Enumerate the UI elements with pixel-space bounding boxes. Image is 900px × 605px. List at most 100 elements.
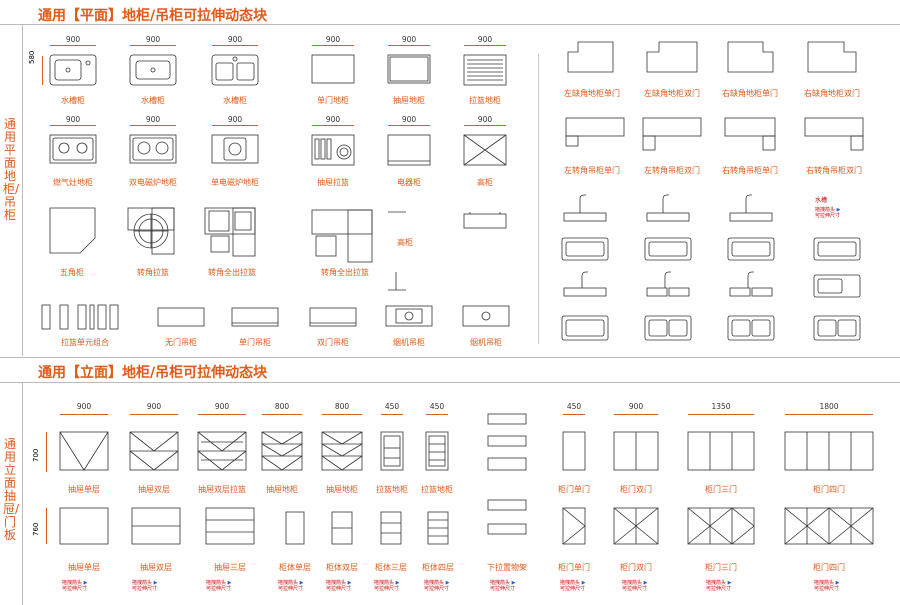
sink-plan-symbol — [644, 237, 692, 261]
item-label: 抽屉单层 — [68, 485, 100, 494]
sink-plan-symbol — [561, 315, 609, 341]
item-label: 烟机吊柜 — [393, 338, 425, 347]
double-door-wall-cabinet-symbol — [309, 307, 357, 327]
plan-height-dim: 580 — [28, 50, 36, 64]
sink-elevation-symbol — [729, 194, 773, 222]
double-drawer-elevation-symbol — [129, 431, 179, 471]
sink-label: 水槽 — [815, 197, 828, 204]
corner-label: 右缺角地柜双门 — [804, 89, 860, 98]
item-label: 水槽柜 — [141, 96, 165, 105]
right-notch-cabinet-symbol — [727, 41, 774, 73]
dim-label: 450 — [566, 402, 582, 411]
corner-label: 右缺角地柜单门 — [722, 89, 778, 98]
corner-label: 左缺角地柜双门 — [644, 89, 700, 98]
dim-label: 900 — [65, 115, 81, 124]
double-drawer-elevation-symbol — [131, 507, 181, 545]
triple-drawer-elevation-symbol — [205, 507, 255, 545]
dim-label: 900 — [145, 35, 161, 44]
item-label: 单门地柜 — [317, 96, 349, 105]
item-label: 柜门双门 — [620, 485, 652, 494]
range-hood-wall-cabinet-symbol — [462, 305, 510, 327]
dim-label: 900 — [477, 35, 493, 44]
drawer-cabinet-symbol — [387, 54, 431, 84]
dim-label: 900 — [145, 115, 161, 124]
item-label: 拉篮地柜 — [469, 96, 501, 105]
item-label: 柜门四门 — [813, 563, 845, 572]
dim-label: 900 — [227, 115, 243, 124]
item-label: 抽屉三层 — [214, 563, 246, 572]
corner-full-basket-symbol — [204, 207, 256, 257]
item-label: 高柜 — [477, 178, 493, 187]
range-hood-wall-cabinet-symbol — [385, 305, 433, 327]
item-label: 五角柜 — [60, 268, 84, 277]
elevation-section-title: 通用【立面】地柜/吊柜可拉伸动态块 — [38, 365, 268, 381]
height-dim-1: 700 — [32, 448, 40, 462]
item-label: 柜体单层 — [279, 563, 311, 572]
dim-label: 900 — [227, 35, 243, 44]
stretch-note: 拖拽箭头 ▶可拉伸尺寸 — [560, 580, 586, 592]
item-label: 无门吊柜 — [165, 338, 197, 347]
dim-label: 900 — [628, 402, 644, 411]
dim-label: 800 — [334, 402, 350, 411]
item-label: 下拉置物架 — [487, 563, 527, 572]
item-label: 柜门三门 — [705, 563, 737, 572]
sink-plan-symbol — [727, 237, 775, 261]
item-label: 转角全出拉篮 — [208, 268, 256, 277]
single-door-open-symbol — [562, 507, 586, 545]
item-label: 抽屉单层 — [68, 563, 100, 572]
double-sink-plan-symbol — [644, 315, 692, 341]
single-drawer-elevation-symbol — [59, 507, 109, 545]
item-label: 柜门单门 — [558, 485, 590, 494]
item-label: 柜体双层 — [326, 563, 358, 572]
item-label: 柜门单门 — [558, 563, 590, 572]
dim-label: 900 — [214, 402, 230, 411]
dim-label: 900 — [146, 402, 162, 411]
corner-full-basket-symbol — [311, 209, 373, 263]
pentagon-cabinet-symbol — [49, 207, 96, 254]
drawer-basket-symbol — [311, 134, 355, 166]
basket-base-elevation-symbol — [425, 431, 449, 471]
item-label: 柜体三层 — [375, 563, 407, 572]
quad-layer-body-symbol — [427, 511, 449, 545]
left-notch-cabinet-symbol — [646, 41, 698, 73]
dim-label: 900 — [401, 35, 417, 44]
item-label: 电器柜 — [397, 178, 421, 187]
stretch-note: 拖拽箭头 ▶可拉伸尺寸 — [622, 580, 648, 592]
right-corner-wall-cabinet-symbol — [724, 117, 776, 151]
dim-label: 450 — [429, 402, 445, 411]
single-door-wall-cabinet-symbol — [231, 307, 279, 327]
corner-label: 左转角吊柜双门 — [644, 166, 700, 175]
dim-label: 1350 — [711, 402, 731, 411]
item-label: 柜门三门 — [705, 485, 737, 494]
dim-label: 900 — [76, 402, 92, 411]
quad-door-open-symbol — [784, 507, 874, 545]
item-label: 转角全出拉篮 — [321, 268, 369, 277]
basket-cabinet-symbol — [463, 54, 507, 86]
item-label: 单电磁炉地柜 — [211, 178, 259, 187]
item-label: 双门吊柜 — [317, 338, 349, 347]
double-door-open-symbol — [613, 507, 659, 545]
sink-cabinet-symbol — [129, 54, 177, 86]
item-label: 抽屉双层 — [138, 485, 170, 494]
stretch-note: 拖拽箭头 ▶可拉伸尺寸 — [326, 580, 352, 592]
stretch-note: 拖拽箭头 ▶可拉伸尺寸 — [278, 580, 304, 592]
dim-label: 800 — [274, 402, 290, 411]
tall-cabinet-elevation-symbol — [388, 211, 406, 291]
item-label: 抽屉地柜 — [393, 96, 425, 105]
basket-base-elevation-symbol — [380, 431, 404, 471]
single-drawer-elevation-symbol — [59, 431, 109, 471]
item-label: 抽屉拉篮 — [317, 178, 349, 187]
stretch-note: 拖拽箭头 ▶可拉伸尺寸 — [206, 580, 232, 592]
item-label: 水槽柜 — [223, 96, 247, 105]
stretch-note: 拖拽箭头 ▶可拉伸尺寸 — [424, 580, 450, 592]
drawer-base-elevation-symbol — [261, 431, 303, 471]
item-label: 拉篮地柜 — [421, 485, 453, 494]
stretch-note: 拖拽箭头 ▶可拉伸尺寸 — [490, 580, 516, 592]
dim-label: 1800 — [819, 402, 839, 411]
pull-down-rack-symbol — [487, 413, 527, 471]
single-induction-cabinet-symbol — [211, 134, 259, 164]
left-corner-wall-cabinet-symbol — [642, 117, 702, 151]
item-label: 柜门四门 — [813, 485, 845, 494]
plan-section-title: 通用【平面】地柜/吊柜可拉伸动态块 — [38, 8, 268, 24]
sink-elevation-symbol — [729, 271, 773, 297]
